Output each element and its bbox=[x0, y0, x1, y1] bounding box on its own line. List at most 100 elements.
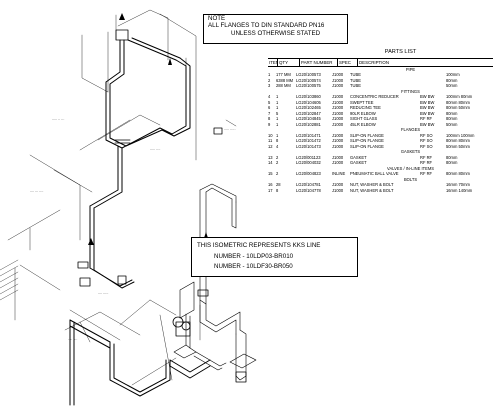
hatch-lines bbox=[0, 259, 19, 301]
cell-description: TUBE bbox=[350, 72, 361, 78]
header-item: ITEM bbox=[268, 58, 278, 66]
cell-end-type: RF RF bbox=[420, 116, 433, 122]
cell-qty: 177 MM bbox=[276, 72, 291, 78]
cell-item: 12 bbox=[268, 143, 273, 149]
cell-spec: J1000 bbox=[332, 116, 344, 122]
cell-description: SLIP-ON FLANGE bbox=[350, 132, 384, 138]
cell-item: 17 bbox=[268, 187, 273, 193]
cell-item: 6 bbox=[268, 105, 271, 111]
dimension-lines bbox=[7, 9, 237, 386]
cell-part-number: LG20/103860 bbox=[296, 94, 321, 100]
kks-line-number-1: NUMBER - 10LDP03-BR010 bbox=[214, 253, 294, 260]
cell-end-type: RF RF bbox=[420, 154, 433, 160]
cell-part-number: LG20/100574 bbox=[296, 77, 321, 83]
cell-size: 80mm bbox=[446, 110, 458, 116]
cell-item: 10 bbox=[268, 132, 273, 138]
cell-qty: 1 bbox=[276, 121, 279, 127]
cell-part-number: LG20/101473 bbox=[296, 143, 321, 149]
header-qty: QTY bbox=[278, 58, 300, 66]
cell-part-number: LG20/100575 bbox=[296, 83, 321, 89]
annotation-mark: ···· ···· bbox=[68, 338, 78, 342]
cell-end-type: RF RF bbox=[420, 171, 433, 177]
cell-spec: J1000 bbox=[332, 182, 344, 188]
cell-size: 50mm 50mm bbox=[446, 143, 470, 149]
cell-spec: J1000 bbox=[332, 138, 344, 144]
cell-size: 50mm bbox=[446, 83, 458, 89]
cell-qty: 5 bbox=[276, 110, 279, 116]
cell-qty: 1 bbox=[276, 94, 279, 100]
fittings bbox=[77, 29, 247, 383]
cell-size: 50mm bbox=[446, 121, 458, 127]
header-spec: SPEC bbox=[338, 58, 358, 66]
cell-description: 90LR ELBOW bbox=[350, 110, 376, 116]
cell-qty: 4 bbox=[276, 143, 279, 149]
cell-description: SWEPT TEE bbox=[350, 99, 374, 105]
cell-part-number: LG20/004032 bbox=[296, 160, 321, 166]
cell-part-number: LG20/102847 bbox=[296, 110, 321, 116]
cell-description: NUT, WASHER & BOLT bbox=[350, 187, 394, 193]
annotation-mark: ···· ····· bbox=[98, 292, 109, 296]
cell-part-number: LG20/104781 bbox=[296, 182, 321, 188]
cell-item: 1 bbox=[268, 72, 271, 78]
cell-end-type: RF RF bbox=[420, 160, 433, 166]
cell-size: 80mm 50mm bbox=[446, 105, 470, 111]
cell-item: 13 bbox=[268, 154, 273, 160]
cell-size: 80mm 80mm bbox=[446, 99, 470, 105]
note-box: NOTE ALL FLANGES TO DIN STANDARD PN16 UN… bbox=[203, 14, 348, 44]
section-label: VALVES / IN-LINE ITEMS bbox=[387, 165, 434, 171]
parts-list: PARTS LIST ITEM QTY PART NUMBER SPEC DES… bbox=[268, 49, 493, 194]
cell-spec: INLINE bbox=[332, 171, 346, 177]
cell-part-number: LG20/102465 bbox=[296, 105, 321, 111]
cell-part-number: LG20/100573 bbox=[296, 72, 321, 78]
cell-size: 100mm bbox=[446, 72, 460, 78]
cell-spec: J1000 bbox=[332, 110, 344, 116]
cell-spec: J1000 bbox=[332, 187, 344, 193]
annotation-mark: ····· ····· bbox=[224, 128, 236, 132]
section-label: PIPE bbox=[405, 66, 416, 72]
cell-size: 100mm 100mm bbox=[446, 132, 475, 138]
cell-qty: 1 bbox=[276, 99, 279, 105]
cell-size: 16mm 70mm bbox=[446, 182, 470, 188]
cell-description: PNEUMATIC BALL VALVE bbox=[350, 171, 399, 177]
cell-end-type: BW BW bbox=[420, 105, 435, 111]
cell-size: 80mm bbox=[446, 116, 458, 122]
cell-spec: J1000 bbox=[332, 160, 344, 166]
section-label: FITTINGS bbox=[401, 88, 420, 94]
cell-description: REDUCING TEE bbox=[350, 105, 381, 111]
cell-part-number: LG20/101472 bbox=[296, 138, 321, 144]
cell-part-number: LG20/101471 bbox=[296, 132, 321, 138]
kks-line-number-2: NUMBER - 10LDF30-BR050 bbox=[214, 263, 293, 270]
cell-spec: J1000 bbox=[332, 132, 344, 138]
cell-end-type bbox=[420, 188, 446, 194]
cell-size: 16mm 140mm bbox=[446, 187, 473, 193]
note-line: ALL FLANGES TO DIN STANDARD PN16 bbox=[208, 22, 325, 30]
cell-item: 11 bbox=[268, 138, 273, 144]
cell-size: 80mm 80mm bbox=[446, 171, 470, 177]
parts-list-title: PARTS LIST bbox=[384, 49, 417, 55]
cell-part-number: LG20/104605 bbox=[296, 99, 321, 105]
cell-qty: 1 bbox=[276, 116, 279, 122]
cell-size: 100mm 80mm bbox=[446, 94, 473, 100]
parts-list-header: ITEM QTY PART NUMBER SPEC DESCRIPTION bbox=[268, 57, 493, 67]
cell-spec: J1000 bbox=[332, 83, 344, 89]
cell-spec: J1000 bbox=[332, 105, 344, 111]
flow-arrows bbox=[88, 13, 208, 245]
cell-qty: 1 bbox=[276, 132, 279, 138]
cell-item: 8 bbox=[268, 116, 271, 122]
cell-part-number: LG20/001123 bbox=[296, 154, 321, 160]
cell-part-number: LG20/102881 bbox=[296, 121, 321, 127]
